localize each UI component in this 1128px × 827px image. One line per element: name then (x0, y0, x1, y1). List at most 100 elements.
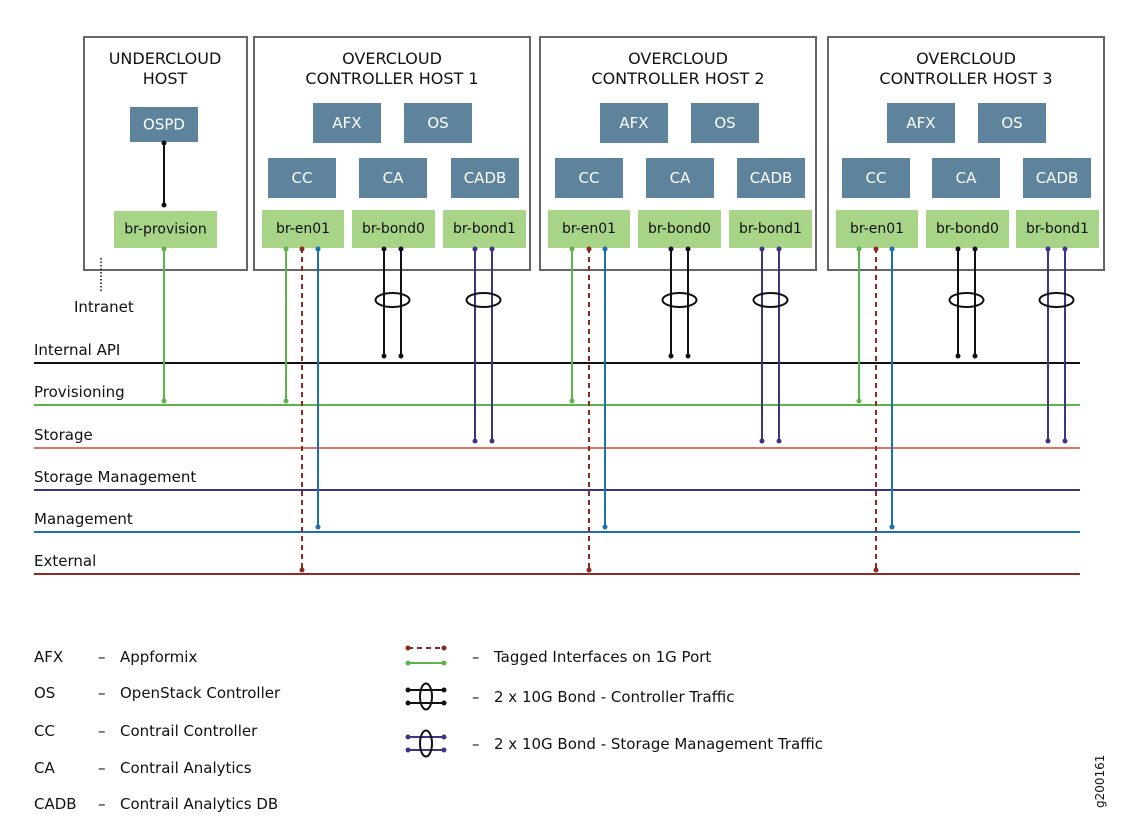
storage-bond-symbol (405, 729, 447, 758)
bridge-label: br-bond1 (453, 221, 516, 237)
component-box (130, 107, 198, 142)
figure-id: g200161 (1093, 755, 1107, 808)
legend-abbr: OS (34, 684, 55, 702)
network-lines (34, 362, 1080, 575)
bridge-label: br-bond1 (1026, 221, 1089, 237)
host-title-line1: OVERCLOUD (342, 49, 442, 68)
component-box (932, 158, 1000, 198)
legend-dash: – (98, 722, 106, 740)
component-label: CC (866, 169, 887, 187)
network-label: Management (34, 510, 133, 528)
component-label: CA (383, 169, 404, 187)
component-label: CC (292, 169, 313, 187)
bridge-label: br-bond0 (362, 221, 425, 237)
host-title-line2: HOST (143, 69, 188, 88)
network-label: External (34, 552, 96, 570)
component-label: OSPD (143, 116, 185, 134)
host-title-line1: OVERCLOUD (628, 49, 728, 68)
legend-desc: Contrail Analytics DB (120, 795, 278, 813)
legend-desc: Contrail Controller (120, 722, 258, 740)
component-label: CADB (1036, 169, 1079, 187)
bridge-label: br-provision (124, 222, 207, 238)
host-title-line2: CONTROLLER HOST 1 (305, 69, 478, 88)
legend-lines: – Tagged Interfaces on 1G Port – 2 x 10G… (405, 645, 823, 758)
component-box (555, 158, 623, 198)
legend-abbr: AFX (34, 648, 63, 666)
host1-links (283, 246, 502, 573)
component-box (268, 158, 336, 198)
component-box (737, 158, 805, 198)
host-controller-1: OVERCLOUD CONTROLLER HOST 1 AFX OS CC CA… (253, 36, 531, 271)
component-label: OS (714, 114, 735, 132)
legend-line-text: 2 x 10G Bond - Storage Management Traffi… (494, 735, 823, 753)
bridge-label: br-en01 (276, 221, 330, 237)
component-label: CADB (750, 169, 793, 187)
component-box (646, 158, 714, 198)
host-controller-2: OVERCLOUD CONTROLLER HOST 2 AFX OS CC CA… (539, 36, 817, 271)
host-title-line2: CONTROLLER HOST 2 (591, 69, 764, 88)
host-title-line1: OVERCLOUD (916, 49, 1016, 68)
bridge-box (114, 211, 217, 248)
legend-dash: – (98, 648, 106, 666)
undercloud-provision-link (161, 246, 167, 404)
component-label: AFX (906, 114, 935, 132)
ospd-link (161, 140, 167, 208)
bridge-box (926, 210, 1009, 248)
legend-desc: Appformix (120, 648, 197, 666)
legend-line-text: Tagged Interfaces on 1G Port (493, 648, 711, 666)
bridge-label: br-en01 (562, 221, 616, 237)
legend-abbr: CA (34, 759, 55, 777)
component-label: CA (956, 169, 977, 187)
legend-desc: OpenStack Controller (120, 684, 281, 702)
bridge-label: br-bond1 (739, 221, 802, 237)
component-box (600, 103, 668, 143)
host-title-line1: UNDERCLOUD (109, 49, 222, 68)
network-label: Internal API (34, 341, 120, 359)
legend-dash: – (98, 759, 106, 777)
component-box (313, 103, 381, 143)
network-label: Provisioning (34, 383, 125, 401)
bridge-label: br-bond0 (648, 221, 711, 237)
component-label: CA (670, 169, 691, 187)
component-box (1023, 158, 1091, 198)
component-label: AFX (332, 114, 361, 132)
controller-bond-symbol (405, 682, 447, 711)
legend-dash: – (472, 688, 480, 706)
legend-desc: Contrail Analytics (120, 759, 252, 777)
legend-abbreviations: AFX – Appformix OS – OpenStack Controlle… (34, 648, 281, 813)
legend-line-text: 2 x 10G Bond - Controller Traffic (494, 688, 735, 706)
legend-dash: – (472, 648, 480, 666)
bridge-box (443, 210, 526, 248)
legend-dash: – (472, 735, 480, 753)
component-box (978, 103, 1046, 143)
host-title-line2: CONTROLLER HOST 3 (879, 69, 1052, 88)
legend-dash: – (98, 795, 106, 813)
component-label: CC (579, 169, 600, 187)
component-label: CADB (464, 169, 507, 187)
component-box (451, 158, 519, 198)
component-box (842, 158, 910, 198)
legend-dash: – (98, 684, 106, 702)
bridge-box (352, 210, 435, 248)
legend-abbr: CADB (34, 795, 77, 813)
intranet-label: Intranet (74, 298, 134, 316)
component-label: OS (427, 114, 448, 132)
tagged-interface-symbol (405, 645, 447, 666)
component-label: AFX (619, 114, 648, 132)
bridge-box (548, 210, 630, 248)
bridge-box (262, 210, 344, 248)
bridge-box (638, 210, 721, 248)
component-box (359, 158, 427, 198)
host-undercloud: UNDERCLOUD HOST OSPD br-provision (83, 36, 248, 271)
bridge-label: br-en01 (850, 221, 904, 237)
bridge-box (729, 210, 812, 248)
network-label: Storage (34, 426, 93, 444)
host2-links (569, 246, 789, 573)
component-box (887, 103, 955, 143)
legend-abbr: CC (34, 722, 55, 740)
component-box (404, 103, 472, 143)
bridge-box (1016, 210, 1099, 248)
host-controller-3: OVERCLOUD CONTROLLER HOST 3 AFX OS CC CA… (827, 36, 1105, 271)
host3-links (856, 246, 1075, 573)
